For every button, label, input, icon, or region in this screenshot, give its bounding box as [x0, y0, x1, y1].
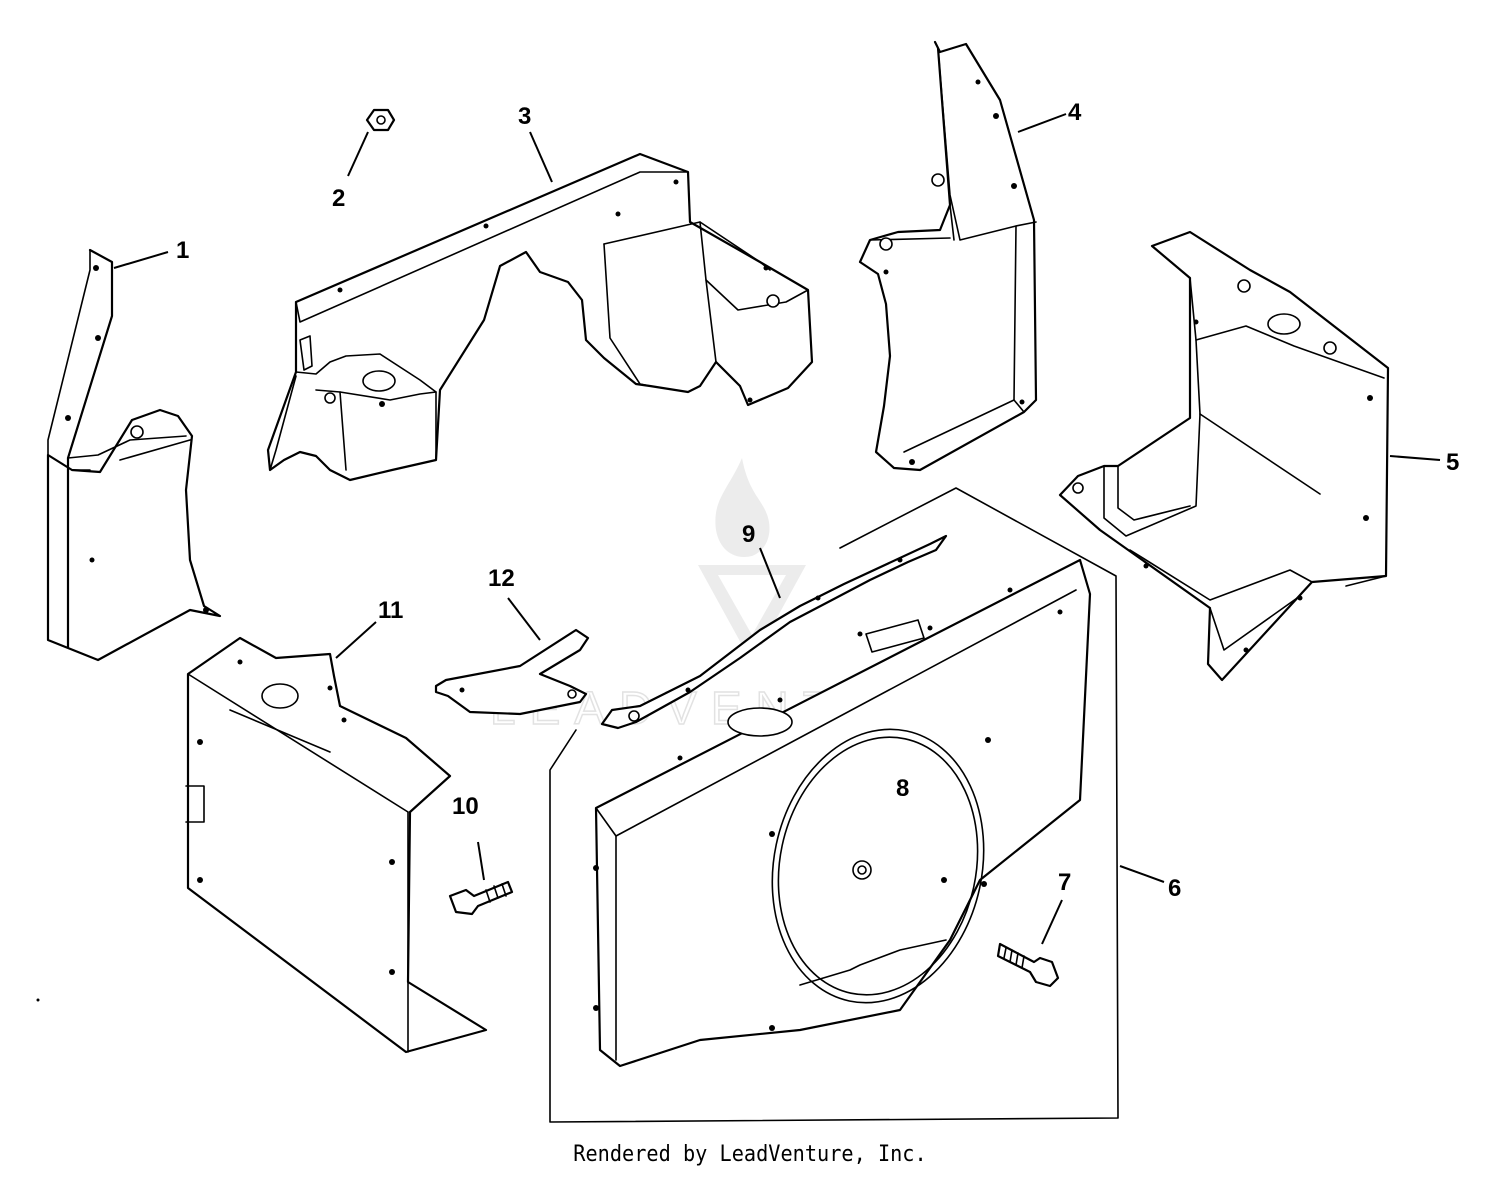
- footer-credit: Rendered by LeadVenture, Inc.: [573, 1142, 927, 1167]
- part-12-small-bracket: [434, 628, 590, 716]
- part-10-bolt: [448, 880, 514, 916]
- leader-lines: [113, 113, 1441, 945]
- callout-3: 3: [518, 103, 531, 130]
- part-7-bolt: [996, 942, 1060, 988]
- part-2-nut: [365, 108, 396, 132]
- part-4-right-baffle: [858, 40, 1038, 472]
- callout-9: 9: [742, 521, 755, 548]
- part-6-fan-housing: [549, 487, 1119, 1123]
- callout-8: 8: [896, 775, 909, 802]
- callout-12: 12: [488, 565, 515, 592]
- stray-mark: [36, 998, 40, 1002]
- callout-2: 2: [332, 185, 345, 212]
- callout-7: 7: [1058, 869, 1071, 896]
- callout-10: 10: [452, 793, 479, 820]
- watermark-flame-icon: [715, 458, 770, 557]
- part-1-left-baffle: [46, 248, 222, 662]
- part-5-right-shroud: [1058, 230, 1390, 682]
- callout-5: 5: [1446, 449, 1459, 476]
- part-3-upper-shroud: [266, 152, 814, 482]
- watermark-v-icon: [698, 565, 806, 645]
- callout-1: 1: [176, 237, 189, 264]
- callout-4: 4: [1068, 99, 1082, 126]
- callout-6: 6: [1168, 875, 1181, 902]
- callout-11: 11: [378, 597, 403, 624]
- part-9-gasket-strip: [600, 534, 948, 730]
- part-11-lower-left-shroud: [185, 636, 488, 1054]
- callout-labels: 1 2 3 4 5 6 7 8 9 10 11 12: [176, 99, 1459, 902]
